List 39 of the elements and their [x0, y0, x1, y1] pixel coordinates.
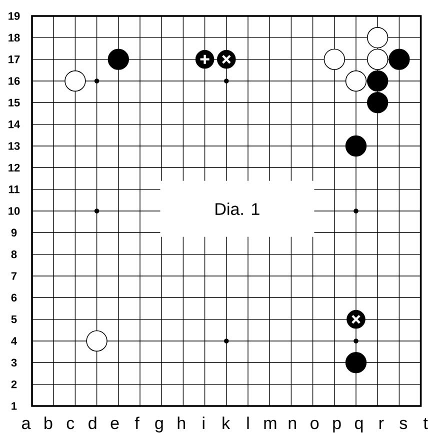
row-number: 1: [12, 402, 17, 410]
row-number: 6: [11, 294, 17, 302]
row-number: 14: [8, 120, 20, 128]
column-letter: p: [333, 420, 341, 433]
row-number: 17: [8, 56, 20, 64]
row-number: 8: [11, 250, 17, 258]
column-letter: k: [222, 416, 230, 429]
column-letter: e: [110, 420, 119, 430]
row-number: 16: [8, 77, 20, 85]
row-number: 13: [8, 142, 20, 150]
row-number: 7: [11, 272, 17, 280]
column-letter: c: [66, 420, 74, 430]
column-letter: s: [400, 420, 408, 430]
row-number: 18: [8, 34, 20, 42]
column-letter: n: [288, 420, 296, 429]
column-letter: d: [88, 416, 96, 430]
column-letter: i: [202, 416, 204, 429]
row-number: 11: [8, 186, 20, 194]
row-number: 5: [11, 316, 17, 324]
row-number: 2: [11, 380, 17, 388]
column-letter: a: [22, 420, 31, 430]
column-letter: m: [264, 420, 276, 429]
column-letter: l: [247, 416, 249, 429]
row-number: 10: [8, 207, 20, 215]
row-number: 9: [11, 228, 17, 237]
row-number: 3: [11, 358, 17, 367]
column-letter: r: [380, 420, 384, 429]
column-letter: g: [155, 420, 163, 433]
row-number: 19: [8, 12, 20, 20]
column-letter: h: [178, 416, 186, 429]
row-number: 15: [8, 98, 20, 106]
row-number: 4: [11, 337, 17, 345]
title-box: Dia. 1: [160, 180, 314, 237]
column-letter: q: [355, 420, 363, 433]
column-letter: f: [134, 416, 140, 429]
row-number: 12: [8, 164, 20, 172]
column-letter: t: [424, 418, 428, 430]
column-letter: o: [310, 420, 319, 430]
column-letter: b: [44, 416, 52, 430]
